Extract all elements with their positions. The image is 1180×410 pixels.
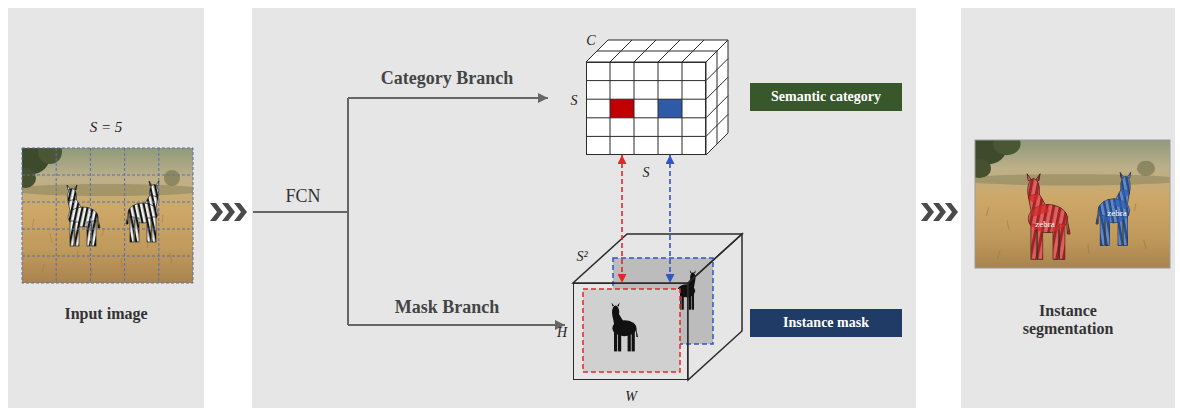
- category-grid-drawing: [658, 99, 682, 118]
- grid-overlay: [22, 202, 193, 203]
- mask-volume-drawing: [573, 234, 742, 380]
- grid-size: S = 5: [90, 119, 123, 136]
- correspondence-arrow: [669, 155, 671, 283]
- flow-chevron: [921, 203, 958, 221]
- category-grid-drawing: [586, 40, 728, 155]
- output-photo: [1096, 172, 1131, 245]
- flow-chevron: [210, 203, 223, 221]
- grid-overlay: [22, 148, 193, 283]
- input-photo: [7, 138, 207, 283]
- flow-chevron: [234, 203, 247, 221]
- grid-overlay: [22, 229, 193, 230]
- branch-line: [348, 324, 565, 326]
- grid-overlay: [56, 148, 57, 283]
- mask-volume-drawing: [612, 303, 638, 352]
- branch-line: [253, 98, 565, 325]
- grid-overlay: [22, 175, 193, 176]
- output-photo: [958, 131, 1180, 268]
- mask-volume-drawing: [573, 234, 742, 283]
- mask-volume-drawing: [583, 289, 680, 372]
- tag-text: Semantic category: [760, 89, 892, 105]
- mask-volume: S²HW: [573, 283, 688, 380]
- network-label: FCN: [285, 186, 320, 207]
- flow-chevron: [921, 203, 934, 221]
- flow-chevron: [945, 203, 958, 221]
- input-photo: [126, 181, 159, 242]
- grid-overlay: [90, 148, 91, 283]
- dimension-label: H: [557, 325, 567, 341]
- dimension-label: W: [625, 389, 637, 405]
- category-grid-drawing: [586, 62, 706, 155]
- panel-caption: Input image: [64, 305, 147, 323]
- category-grid-drawing: [610, 99, 634, 118]
- input-photo: [7, 138, 207, 283]
- correspondence-arrow: [621, 155, 623, 283]
- grid-overlay: [22, 148, 193, 283]
- dimension-label: S: [571, 93, 578, 109]
- branch-line: [347, 98, 349, 325]
- dimension-label: S: [643, 165, 650, 181]
- output-photo: [975, 140, 1170, 268]
- flow-chevron: [210, 203, 247, 221]
- category-grid-drawing: [586, 40, 728, 155]
- flow-chevron: [210, 203, 958, 221]
- output-photo: [1027, 174, 1070, 259]
- input-panel: S = 5 Input image: [8, 8, 204, 408]
- branch-line: [253, 211, 348, 213]
- instance-label: zebra: [1107, 208, 1126, 218]
- input-photo: [67, 185, 100, 246]
- output-photo: [1027, 174, 1070, 259]
- grid-overlay: [124, 148, 125, 283]
- grid-overlay: [158, 148, 159, 283]
- branch-label: Mask Branch: [395, 297, 500, 318]
- input-photo: [67, 185, 100, 246]
- output-photo: [1096, 172, 1131, 245]
- panel-ground: [252, 8, 916, 408]
- category-grid: CSS: [586, 62, 706, 155]
- input-photo: [126, 181, 159, 242]
- branch-line: [348, 97, 548, 99]
- branch-label: Category Branch: [381, 68, 513, 89]
- category-tag: Semantic category: [750, 83, 902, 111]
- output-photo: [1096, 172, 1131, 245]
- panel-caption: Instance segmentation: [993, 302, 1143, 339]
- instance-label: zebra: [1035, 219, 1054, 229]
- mask-tag: Instance mask: [750, 309, 902, 337]
- tag-text: Instance mask: [760, 315, 892, 331]
- flow-chevron: [222, 203, 235, 221]
- output-photo: [958, 131, 1180, 268]
- output-photo: [1027, 174, 1070, 259]
- network-panel: FCNCSSSemantic categoryS²HWInstance mask: [252, 8, 916, 408]
- flow-chevron: [933, 203, 946, 221]
- mask-volume-drawing: [612, 303, 638, 352]
- grid-overlay: [22, 256, 193, 257]
- dimension-label: C: [586, 33, 595, 49]
- dimension-label: S²: [576, 249, 587, 265]
- mask-volume-drawing: [688, 234, 742, 380]
- output-panel: Instance segmentation: [961, 8, 1175, 408]
